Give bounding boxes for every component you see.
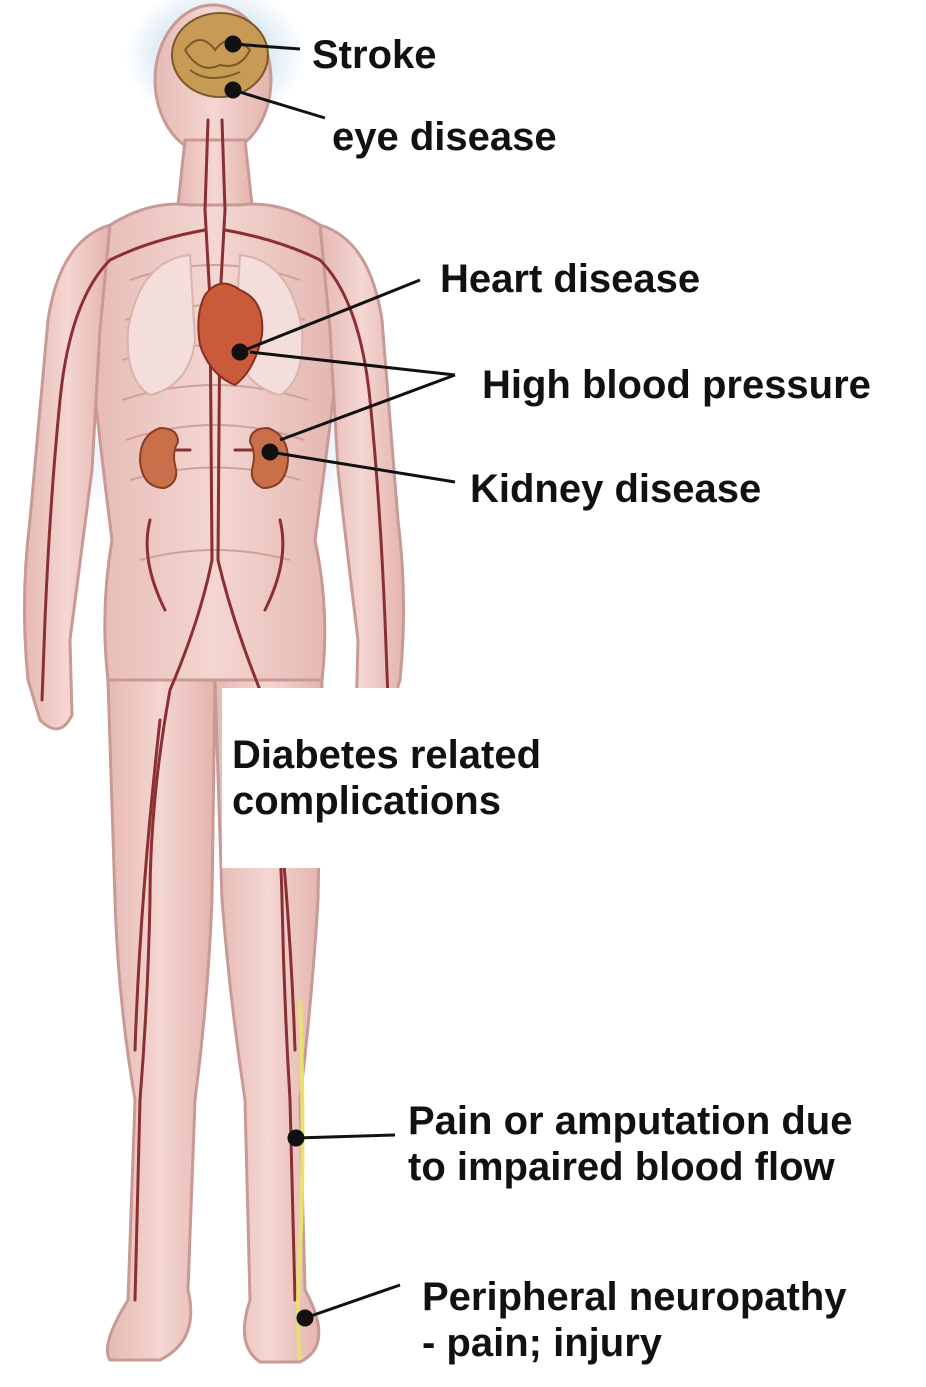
label-line: Peripheral neuropathy	[422, 1274, 847, 1320]
label-high-blood-pressure: High blood pressure	[482, 362, 871, 408]
label-line: Diabetes related	[232, 732, 541, 778]
label-eye-disease: eye disease	[332, 114, 557, 160]
human-body-figure	[24, 5, 403, 1362]
label-line: complications	[232, 778, 541, 824]
kidney-icon	[140, 428, 178, 488]
label-line: to impaired blood flow	[408, 1144, 852, 1190]
label-diabetes-complications: Diabetes related complications	[232, 732, 541, 824]
label-heart-disease: Heart disease	[440, 256, 700, 302]
label-kidney-disease: Kidney disease	[470, 466, 761, 512]
label-line: Pain or amputation due	[408, 1098, 852, 1144]
brain-icon	[172, 13, 268, 97]
label-line: - pain; injury	[422, 1320, 847, 1366]
label-pain-amputation: Pain or amputation due to impaired blood…	[408, 1098, 852, 1190]
label-stroke: Stroke	[312, 32, 437, 78]
label-peripheral-neuropathy: Peripheral neuropathy - pain; injury	[422, 1274, 847, 1366]
